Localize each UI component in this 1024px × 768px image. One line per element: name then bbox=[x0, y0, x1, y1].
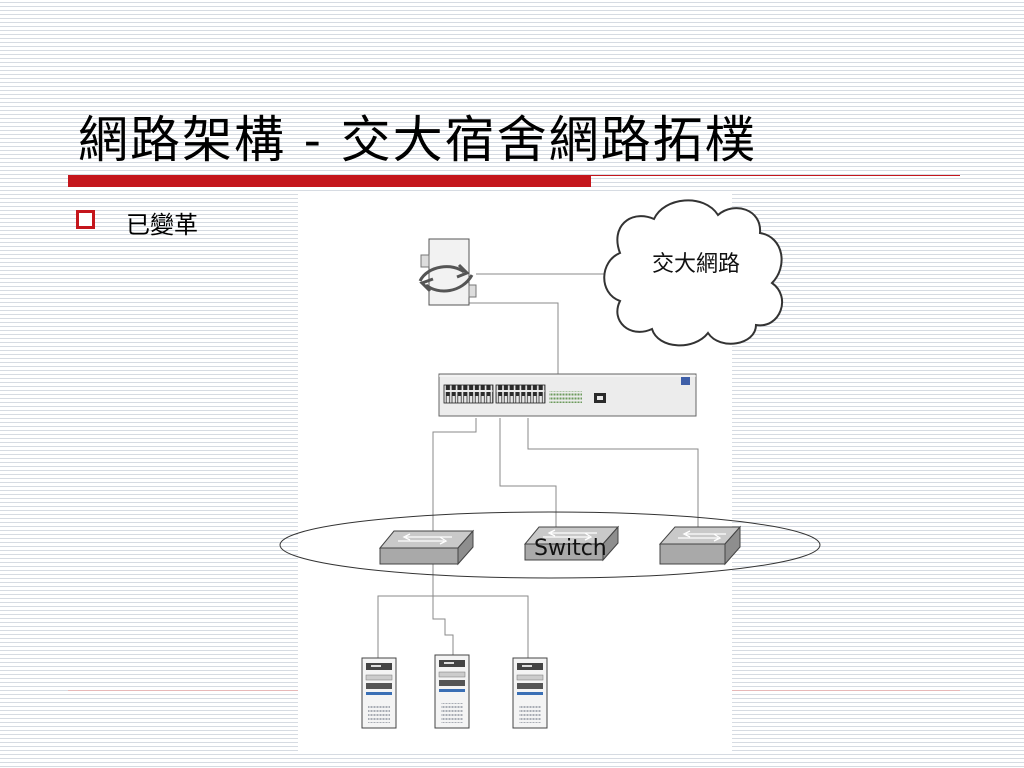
link-router-core-switch bbox=[463, 302, 559, 375]
footer-rule-right bbox=[732, 690, 960, 691]
switch-icon bbox=[523, 525, 620, 562]
network-topology-svg: 交大網路 bbox=[279, 199, 821, 729]
cloud-label: 交大網路 bbox=[652, 252, 740, 277]
slide-title: 網路架構 - 交大宿舍網路拓樸 bbox=[78, 111, 757, 169]
router-icon bbox=[418, 238, 477, 306]
switch-icon bbox=[378, 529, 475, 566]
switch-label: Switch bbox=[534, 536, 607, 561]
link-left-switch-server-center bbox=[432, 596, 454, 655]
switch-group-ring bbox=[279, 511, 821, 579]
title-underline-bar bbox=[68, 175, 591, 187]
link-core-switch-middle bbox=[499, 418, 557, 527]
footer-rule-left bbox=[68, 690, 298, 691]
switch-icon bbox=[658, 525, 742, 566]
title-underline-thin bbox=[591, 175, 960, 176]
network-diagram: 交大網路 bbox=[279, 193, 821, 753]
server-icon bbox=[512, 657, 548, 729]
server-icon bbox=[434, 654, 470, 729]
link-core-switch-left bbox=[432, 418, 477, 537]
core-switch-icon bbox=[438, 373, 697, 417]
connection-lines bbox=[377, 273, 699, 658]
bullet-square-icon bbox=[76, 210, 95, 229]
bullet-text: 已變革 bbox=[126, 211, 198, 239]
server-icon bbox=[361, 657, 397, 729]
link-core-switch-right bbox=[527, 418, 699, 527]
link-left-switch-server-right bbox=[433, 595, 529, 658]
cloud-icon: 交大網路 bbox=[603, 199, 783, 347]
link-left-switch-servers bbox=[377, 563, 434, 658]
